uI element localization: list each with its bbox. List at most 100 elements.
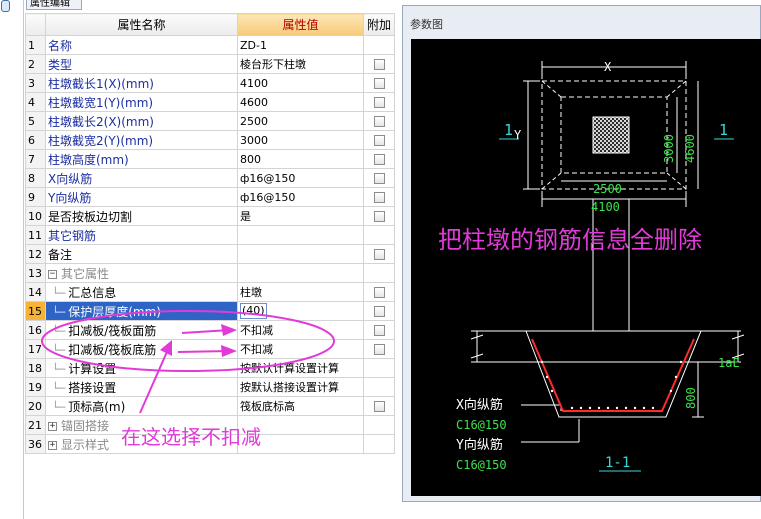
property-value-cell[interactable]: 筏板底标高 bbox=[237, 396, 364, 416]
property-name-label: Y向纵筋 bbox=[48, 190, 92, 205]
annotation-choose-no-deduct: 在这选择不扣减 bbox=[121, 425, 261, 449]
property-value: 筏板底标高 bbox=[240, 400, 295, 413]
table-row[interactable]: 19└─搭接设置按默认搭接设置计算 bbox=[25, 377, 395, 397]
property-name-label: 扣减板/筏板面筋 bbox=[68, 323, 157, 338]
header-add: 附加 bbox=[363, 13, 395, 36]
table-row[interactable]: 15└─保护层厚度(mm)(40) bbox=[25, 301, 395, 321]
dim-800: 800 bbox=[684, 387, 698, 409]
add-checkbox[interactable] bbox=[373, 211, 385, 222]
label-y: Y bbox=[514, 128, 522, 142]
add-cell bbox=[363, 168, 395, 188]
property-value: ф16@150 bbox=[240, 171, 296, 185]
add-checkbox[interactable] bbox=[373, 325, 385, 336]
panel-title: 参数图 bbox=[410, 18, 443, 31]
tree-connector-icon: └─ bbox=[52, 286, 66, 300]
add-cell bbox=[363, 320, 395, 340]
add-checkbox[interactable] bbox=[373, 97, 385, 108]
label-x: X bbox=[604, 60, 612, 74]
property-value: 按默认搭接设置计算 bbox=[240, 381, 339, 394]
property-name-cell[interactable]: └─扣减板/筏板底筋 bbox=[45, 339, 238, 359]
add-checkbox[interactable] bbox=[373, 173, 385, 184]
add-checkbox[interactable] bbox=[373, 401, 385, 412]
property-value: ZD-1 bbox=[240, 38, 267, 52]
add-checkbox[interactable] bbox=[373, 78, 385, 89]
property-value: 棱台形下柱墩 bbox=[240, 58, 306, 71]
property-name-label: 汇总信息 bbox=[68, 285, 117, 300]
property-name-cell[interactable]: X向纵筋 bbox=[45, 168, 238, 188]
table-row[interactable]: 13−其它属性 bbox=[25, 263, 395, 283]
table-row[interactable]: 20└─顶标高(m)筏板底标高 bbox=[25, 396, 395, 416]
add-checkbox[interactable] bbox=[373, 287, 385, 298]
add-checkbox[interactable] bbox=[373, 135, 385, 146]
add-checkbox[interactable] bbox=[373, 306, 385, 317]
header-num bbox=[25, 13, 46, 36]
add-cell bbox=[363, 54, 395, 74]
property-name-label: 柱墩截长2(X)(mm) bbox=[48, 114, 154, 129]
column-hatch bbox=[592, 116, 630, 154]
property-name-label: 保护层厚度(mm) bbox=[68, 304, 161, 319]
row-number: 11 bbox=[25, 225, 46, 245]
property-name-cell[interactable]: └─顶标高(m) bbox=[45, 396, 238, 416]
expand-icon[interactable]: + bbox=[48, 439, 57, 450]
add-cell bbox=[363, 149, 395, 169]
property-value: ф16@150 bbox=[240, 190, 296, 204]
dim-2500: 2500 bbox=[593, 182, 622, 196]
row-number: 36 bbox=[25, 434, 46, 454]
pier-diagram: X Y 1 1 3000 4600 2500 4100 800 1aE X向纵筋… bbox=[456, 60, 745, 472]
property-name-label: 名称 bbox=[48, 38, 73, 53]
add-checkbox[interactable] bbox=[373, 154, 385, 165]
table-row[interactable]: 36+显示样式 bbox=[25, 434, 395, 454]
table-row[interactable]: 18└─计算设置按默认计算设置计算 bbox=[25, 358, 395, 378]
property-name-cell[interactable]: └─扣减板/筏板面筋 bbox=[45, 320, 238, 340]
property-name-cell[interactable]: −其它属性 bbox=[45, 263, 238, 283]
property-name-cell[interactable]: 柱墩截宽1(Y)(mm) bbox=[45, 92, 238, 112]
row-number: 6 bbox=[25, 130, 46, 150]
property-name-label: 其它钢筋 bbox=[48, 228, 97, 243]
collapse-icon[interactable]: − bbox=[48, 268, 57, 279]
property-name-label: 柱墩截宽1(Y)(mm) bbox=[48, 95, 154, 110]
expand-icon[interactable]: + bbox=[48, 420, 57, 431]
property-value: 不扣减 bbox=[240, 343, 273, 356]
dim-4100: 4100 bbox=[591, 200, 620, 214]
property-name-cell[interactable]: 柱墩截长2(X)(mm) bbox=[45, 111, 238, 131]
property-value: 4600 bbox=[240, 95, 268, 109]
panel-toggle-icon[interactable] bbox=[1, 0, 10, 12]
add-cell bbox=[363, 111, 395, 131]
property-name-cell[interactable]: 名称 bbox=[45, 35, 238, 55]
property-name-label: 是否按板边切割 bbox=[48, 209, 133, 224]
property-value: 按默认计算设置计算 bbox=[240, 362, 339, 375]
y-rebar-spec: C16@150 bbox=[456, 458, 507, 472]
row-number: 19 bbox=[25, 377, 46, 397]
row-number: 14 bbox=[25, 282, 46, 302]
add-checkbox[interactable] bbox=[373, 344, 385, 355]
property-value-cell[interactable]: 棱台形下柱墩 bbox=[237, 54, 364, 74]
row-number: 2 bbox=[25, 54, 46, 74]
property-value: 3000 bbox=[240, 133, 268, 147]
pier-section-outline bbox=[525, 330, 702, 418]
section-mark-left: 1 bbox=[504, 121, 513, 139]
tab-property-edit[interactable]: 属性编辑 bbox=[26, 0, 82, 10]
add-checkbox[interactable] bbox=[373, 116, 385, 127]
property-name-label: 其它属性 bbox=[61, 266, 110, 281]
y-rebar-label: Y向纵筋 bbox=[456, 437, 503, 453]
plan-inner-outline bbox=[560, 96, 668, 174]
lae-label: 1aE bbox=[718, 356, 740, 370]
row-number: 18 bbox=[25, 358, 46, 378]
x-rebar-label: X向纵筋 bbox=[456, 397, 503, 413]
tree-connector-icon: └─ bbox=[52, 400, 66, 414]
add-checkbox[interactable] bbox=[373, 192, 385, 203]
property-name-cell[interactable]: +显示样式 bbox=[45, 434, 238, 454]
section-title: 1-1 bbox=[605, 455, 630, 471]
tree-connector-icon: └─ bbox=[52, 305, 66, 319]
property-name-cell[interactable]: └─保护层厚度(mm) bbox=[45, 301, 238, 321]
add-checkbox[interactable] bbox=[373, 249, 385, 260]
add-checkbox[interactable] bbox=[373, 59, 385, 70]
table-row[interactable]: 14└─汇总信息柱墩 bbox=[25, 282, 395, 302]
